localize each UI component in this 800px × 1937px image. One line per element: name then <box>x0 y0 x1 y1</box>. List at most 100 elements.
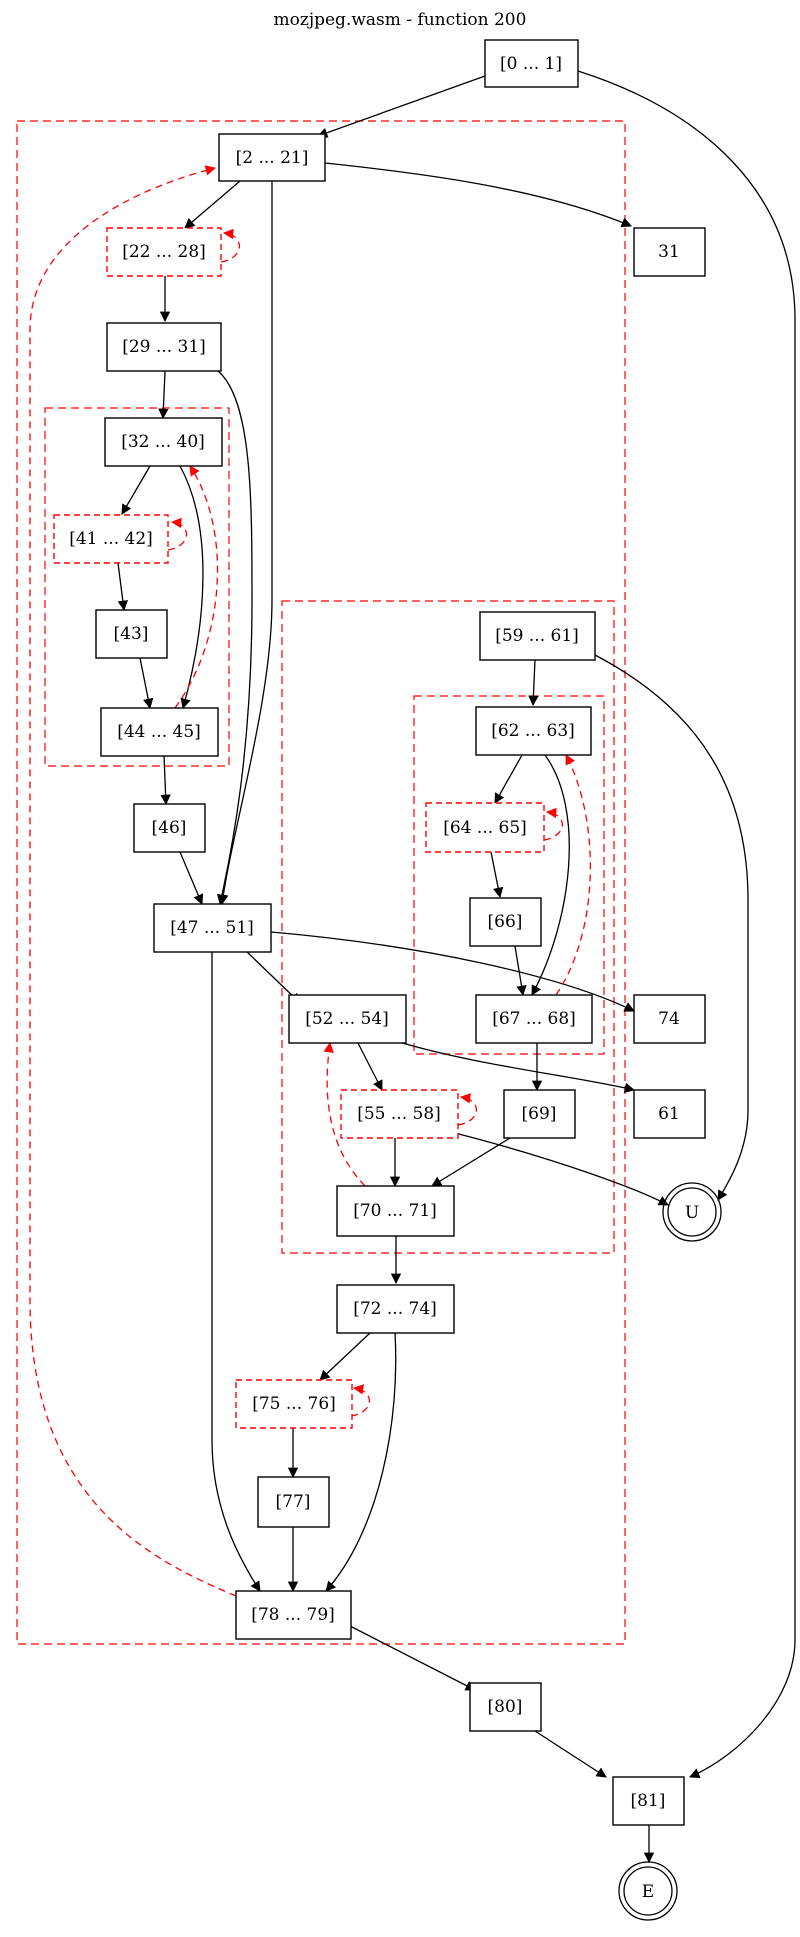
node-47-51: [47 ... 51] <box>153 903 272 953</box>
terminal-unreachable: U <box>662 1182 722 1242</box>
node-55-58: [55 ... 58] <box>340 1089 459 1139</box>
svg-text:61: 61 <box>658 1104 680 1124</box>
edge-47_51-to-78_79 <box>211 952 261 1592</box>
terminal-exit: E <box>618 1861 678 1921</box>
graph-title: mozjpeg.wasm - function 200 <box>274 10 527 30</box>
edge-32_40-to-44_45 <box>179 465 204 710</box>
node-31: 31 <box>633 227 706 277</box>
edge-78_79-to-80 <box>349 1625 476 1691</box>
svg-text:74: 74 <box>658 1009 680 1029</box>
svg-text:[75 ... 76]: [75 ... 76] <box>252 1394 336 1414</box>
svg-text:[66]: [66] <box>488 912 523 932</box>
edge-62_63-to-64_65 <box>494 754 523 804</box>
loop-cluster-62-68 <box>413 695 605 1055</box>
loop-cluster-32-45 <box>44 407 230 767</box>
node-46: [46] <box>133 803 206 853</box>
node-0-1: [0 ... 1] <box>484 39 579 88</box>
back-edge-78_79-to-2_21 <box>29 165 237 1597</box>
node-32-40: [32 ... 40] <box>104 417 223 467</box>
loop-cluster-52-71 <box>281 600 615 1254</box>
svg-text:[41 ... 42]: [41 ... 42] <box>69 529 153 549</box>
node-70-71: [70 ... 71] <box>336 1185 455 1237</box>
node-69: [69] <box>503 1089 576 1139</box>
self-loop-22_28 <box>220 228 240 263</box>
node-22-28: [22 ... 28] <box>106 227 222 277</box>
edge-0_1-to-2_21 <box>317 75 486 138</box>
node-2-21: [2 ... 21] <box>218 133 326 182</box>
self-loop-55_58 <box>457 1093 477 1126</box>
svg-text:E: E <box>642 1882 654 1902</box>
edge-46-to-47_51 <box>179 851 204 905</box>
svg-text:[46]: [46] <box>152 818 187 838</box>
edge-0_1-to-81 <box>577 70 796 1778</box>
svg-text:[80]: [80] <box>488 1697 523 1717</box>
self-loop-41_42 <box>167 517 188 551</box>
edge-52_54-to-61 <box>385 1037 636 1093</box>
node-74: 74 <box>633 994 706 1044</box>
svg-text:[67 ... 68]: [67 ... 68] <box>492 1009 576 1029</box>
node-43: [43] <box>95 609 168 659</box>
svg-text:[59 ... 61]: [59 ... 61] <box>495 626 579 646</box>
svg-text:[52 ... 54]: [52 ... 54] <box>305 1009 389 1029</box>
edge-64_65-to-66 <box>490 851 504 899</box>
back-edges <box>29 165 592 1597</box>
svg-text:31: 31 <box>658 242 680 262</box>
svg-text:[2 ... 21]: [2 ... 21] <box>236 148 309 168</box>
edge-47_51-to-74 <box>270 931 635 1012</box>
edge-44_45-to-46 <box>160 755 171 806</box>
node-77: [77] <box>257 1476 330 1528</box>
edge-80-to-81 <box>534 1730 607 1778</box>
svg-text:[44 ... 45]: [44 ... 45] <box>117 722 201 742</box>
svg-text:[78 ... 79]: [78 ... 79] <box>251 1605 335 1625</box>
node-80: [80] <box>469 1682 542 1732</box>
node-62-63: [62 ... 63] <box>475 706 592 756</box>
svg-text:[69]: [69] <box>522 1104 557 1124</box>
node-72-74: [72 ... 74] <box>336 1284 455 1334</box>
edge-72_74-to-78_79 <box>325 1332 397 1592</box>
svg-text:[29 ... 31]: [29 ... 31] <box>122 337 206 357</box>
node-41-42: [41 ... 42] <box>53 514 169 564</box>
edge-59_61-to-62_63 <box>528 659 539 707</box>
edge-32_40-to-41_42 <box>121 465 151 515</box>
svg-text:[62 ... 63]: [62 ... 63] <box>491 721 575 741</box>
node-59-61: [59 ... 61] <box>479 611 596 661</box>
node-64-65: [64 ... 65] <box>425 802 545 853</box>
svg-text:[72 ... 74]: [72 ... 74] <box>353 1299 437 1319</box>
svg-text:[64 ... 65]: [64 ... 65] <box>443 818 527 838</box>
edge-29_31-to-47_51 <box>216 370 253 906</box>
svg-text:[77]: [77] <box>276 1492 311 1512</box>
node-78-79: [78 ... 79] <box>235 1590 352 1640</box>
loop-cluster-outer <box>16 120 626 1645</box>
svg-text:[55 ... 58]: [55 ... 58] <box>357 1104 441 1124</box>
edge-52_54-to-55_58 <box>357 1042 383 1091</box>
back-edge-67_68-to-62_63 <box>555 754 592 996</box>
node-44-45: [44 ... 45] <box>100 707 219 757</box>
edge-59_61-to-U <box>594 654 749 1201</box>
node-67-68: [67 ... 68] <box>475 994 593 1044</box>
node-81: [81] <box>612 1776 685 1826</box>
svg-text:[81]: [81] <box>631 1791 666 1811</box>
edge-66-to-67_68 <box>514 945 527 997</box>
node-61: 61 <box>633 1089 706 1139</box>
self-loop-75_76 <box>350 1384 370 1417</box>
back-edge-44_45-to-32_40 <box>174 465 219 709</box>
svg-text:[22 ... 28]: [22 ... 28] <box>122 242 206 262</box>
node-52-54: [52 ... 54] <box>288 994 407 1044</box>
node-29-31: [29 ... 31] <box>106 322 222 372</box>
edge-47_51-to-52_54 <box>244 949 301 1004</box>
edge-29_31-to-32_40 <box>158 370 169 420</box>
self-loop-64_65 <box>543 807 563 841</box>
node-66: [66] <box>469 897 542 947</box>
nodes: [0 ... 1] [2 ... 21] [22 ... 28] 31 [29 … <box>53 39 706 1826</box>
edge-55_58-to-U <box>454 1132 669 1206</box>
svg-text:[32 ... 40]: [32 ... 40] <box>121 432 205 452</box>
edges <box>117 70 796 1864</box>
svg-text:U: U <box>685 1203 699 1223</box>
edge-41_42-to-43 <box>117 562 128 612</box>
edge-72_74-to-75_76 <box>319 1332 371 1381</box>
edge-2_21-to-31 <box>324 162 632 228</box>
edge-2_21-to-22_28 <box>184 180 241 229</box>
back-edge-70_71-to-52_54 <box>323 1041 366 1187</box>
svg-text:[47 ... 51]: [47 ... 51] <box>170 918 254 938</box>
